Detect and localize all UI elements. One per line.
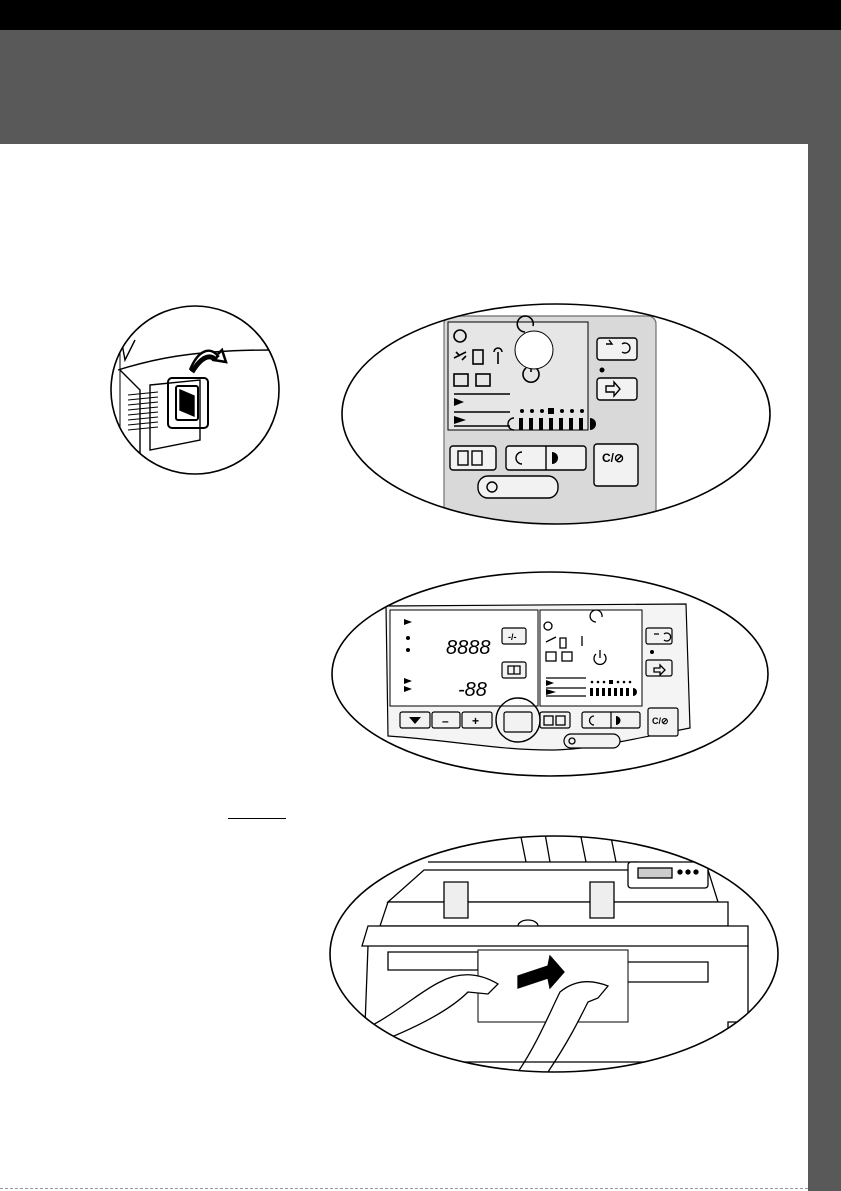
wide-clear-stop-label: C/⊘ bbox=[652, 716, 669, 726]
counter-display: 8888 bbox=[446, 637, 491, 659]
key-plus-label: + bbox=[472, 714, 479, 728]
clear-stop-key-label: C/⊘ bbox=[602, 451, 624, 465]
control-panel-wide-illustration: 8888 -88 -/- – + C/⊘ bbox=[328, 568, 772, 780]
top-black-bar bbox=[0, 0, 841, 30]
key-minus-label: – bbox=[442, 714, 449, 728]
reference-underline bbox=[228, 818, 286, 819]
counter-small-display: -88 bbox=[458, 679, 487, 701]
feeding-original-illustration bbox=[328, 822, 780, 1074]
header-band bbox=[0, 30, 841, 144]
power-switch-illustration bbox=[80, 300, 320, 480]
page-bottom-rule bbox=[0, 1188, 808, 1189]
key-minus-plus-label: -/- bbox=[508, 632, 517, 642]
side-thumb-tab bbox=[808, 144, 841, 1191]
control-panel-small-illustration: C/⊘ bbox=[338, 298, 776, 530]
